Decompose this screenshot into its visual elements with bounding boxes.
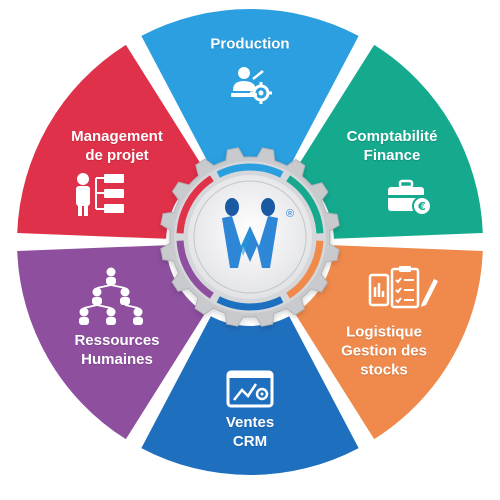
label-finance: Comptabilité Finance	[347, 127, 438, 165]
registered-mark: ®	[286, 208, 294, 220]
hub-arc-rh	[176, 240, 214, 299]
label-rh-line1: Ressources	[74, 332, 160, 349]
label-logistique-line1: Logistique	[346, 323, 422, 341]
label-rh: Ressources Humaines	[74, 331, 159, 369]
monitor-chart-icon	[226, 370, 274, 408]
logo-head-right	[261, 198, 275, 216]
label-projet-line2: de projet	[85, 147, 149, 164]
label-logistique: Logistique Gestion des stocks	[341, 323, 427, 380]
segments-group	[17, 8, 483, 475]
segment-rh[interactable]	[17, 245, 206, 440]
label-rh-line2: Humaines	[81, 351, 153, 368]
label-ventes-line1: Ventes	[225, 414, 275, 431]
label-finance-line2: Finance	[363, 147, 421, 164]
label-projet-line1: Management	[71, 128, 163, 145]
segment-ventes[interactable]	[141, 316, 359, 475]
hub-arc-finance	[286, 175, 324, 234]
hub-color-arcs	[176, 163, 324, 311]
svg-text:€: €	[417, 200, 426, 213]
label-ventes: Ventes CRM	[226, 413, 274, 451]
segment-logistique[interactable]	[294, 245, 483, 440]
org-chart-people-icon	[79, 267, 143, 325]
label-logistique-line3: stocks	[360, 361, 408, 379]
label-ventes-line2: CRM	[232, 433, 268, 450]
hub-arc-production	[216, 163, 284, 178]
m-logo: ®	[222, 198, 294, 268]
person-flowchart-icon	[76, 173, 124, 216]
label-finance-line1: Comptabilité	[346, 128, 438, 145]
hub-arc-projet	[176, 175, 214, 234]
label-production: Production	[210, 35, 289, 54]
clipboard-checklist-icon	[368, 266, 438, 309]
label-logistique-line2: Gestion des	[341, 342, 427, 360]
briefcase-euro-icon: €	[388, 179, 432, 216]
segment-projet[interactable]	[17, 44, 206, 239]
label-projet: Management de projet	[71, 127, 163, 165]
segment-finance[interactable]	[294, 44, 483, 239]
engineer-gear-icon	[231, 67, 272, 104]
hub-center-outline	[193, 180, 307, 294]
label-production-line1: Production	[210, 35, 290, 53]
hub-arc-ventes	[216, 296, 284, 311]
logo-m-shape	[222, 216, 278, 268]
logo-head-left	[225, 198, 239, 216]
logo-m-highlight	[232, 216, 250, 256]
hub-arc-logistique	[286, 240, 324, 299]
